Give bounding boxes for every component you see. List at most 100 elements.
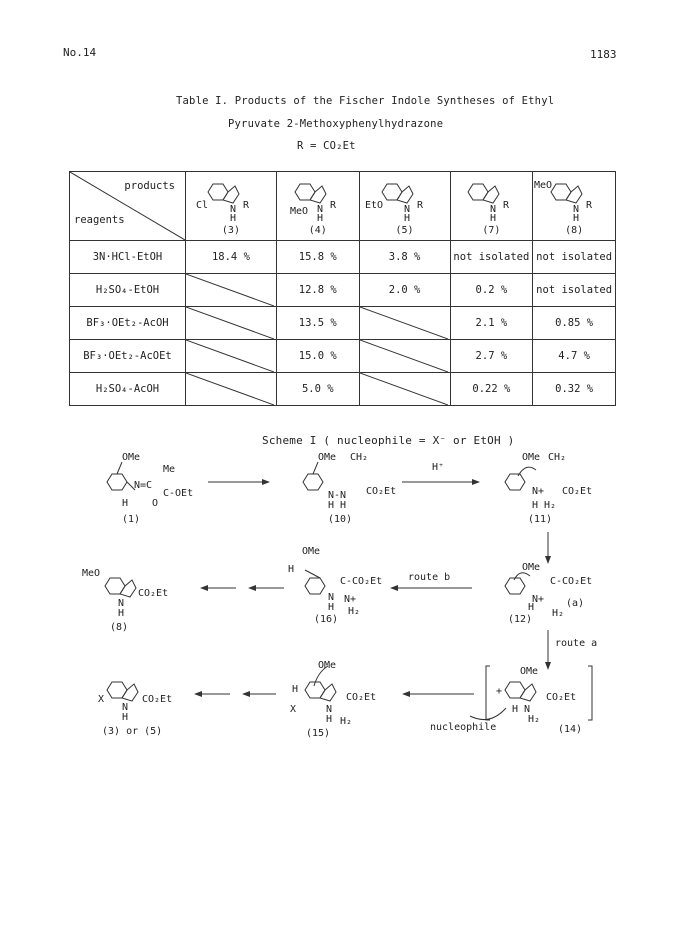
p8-h: H (573, 213, 579, 222)
yield-cell: 0.32 % (532, 372, 616, 406)
product-label-8: (8) (565, 225, 584, 236)
p4-r: R (330, 200, 337, 211)
indole-structure-3: Cl N R H (196, 183, 250, 224)
yield-cell: 4.7 % (532, 339, 616, 373)
s8-co2et: CO₂Et (138, 588, 168, 599)
p4-n: N (317, 204, 323, 215)
electron-arrow-11 (517, 466, 537, 477)
s12-cco2et: C-CO₂Et (550, 576, 592, 587)
nucleophile-label: nucleophile (430, 722, 496, 733)
yield-cell: 12.8 % (275, 273, 360, 307)
yield-cell: not isolated (532, 240, 616, 274)
s35-n: N (122, 702, 128, 713)
table-header-row: products reagents Cl N R H (3) MeO N R H (69, 171, 616, 241)
s14-h: H (512, 704, 518, 715)
s10-nn: N-N (328, 490, 346, 501)
yield-cell: 2.0 % (358, 273, 451, 307)
label-10: (10) (328, 514, 352, 525)
r-definition: R = CO₂Et (297, 140, 356, 152)
reagent-cell: H₂SO₄-AcOH (69, 372, 186, 406)
s15-n: N (326, 704, 332, 715)
s8-h: H (118, 608, 124, 619)
s16-h: H (288, 564, 294, 575)
benzene-ring-1 (106, 473, 128, 491)
p3-n: N (230, 204, 236, 215)
benzene-ring-12 (504, 577, 526, 595)
scheme-title: Scheme I ( nucleophile = X⁻ or EtOH ) (262, 434, 515, 447)
empty-cell-diagonal (358, 339, 451, 373)
product-header-7: N R H (7) (449, 171, 534, 241)
s35-x: X (98, 694, 104, 705)
p5-h: H (404, 213, 410, 222)
s12-ome: OMe (522, 562, 540, 573)
p4-meo: MeO (290, 206, 308, 217)
corner-reagents-label: reagents (74, 214, 125, 226)
p3-r: R (243, 200, 250, 211)
reaction-scheme: OMe Me N=C C-OEt H O (1) OMe CH₂ N-N CO₂… (82, 452, 597, 739)
pyrrole-ring-3-5 (121, 683, 139, 702)
s15-h2: H₂ (340, 716, 352, 727)
s11-ch2: CH₂ (548, 452, 566, 463)
s10-hh: H H (328, 500, 346, 511)
table-row: BF₃·OEt₂-AcOEt 15.0 % 2.7 % 4.7 % (69, 339, 616, 373)
nucleophile-arrow (469, 707, 507, 721)
indole-structure-8: MeO N R H (534, 180, 593, 224)
p3-cl: Cl (196, 200, 208, 211)
yield-cell: not isolated (532, 273, 616, 307)
s15-h: H (292, 684, 298, 695)
s10-ch2: CH₂ (350, 452, 368, 463)
s11-ome: OMe (522, 452, 540, 463)
p7-h: H (490, 213, 496, 222)
product-header-3: Cl N R H (3) (185, 171, 277, 241)
product-label-3: (3) (221, 225, 240, 236)
p8-r: R (586, 200, 593, 211)
s14-plus: + (496, 686, 502, 697)
s10-co2et: CO₂Et (366, 486, 396, 497)
reagent-cell: H₂SO₄-EtOH (69, 273, 186, 307)
s15-ome: OMe (318, 660, 336, 671)
s1-o: O (152, 498, 158, 509)
yield-cell: 18.4 % (185, 240, 277, 274)
s16-h-lower: H (328, 602, 334, 613)
s35-h: H (122, 712, 128, 723)
s1-me: Me (163, 464, 175, 475)
p5-eto: EtO (365, 200, 383, 211)
table-title-line1: Table I. Products of the Fischer Indole … (176, 95, 555, 107)
s12-nplus: N+ (532, 594, 544, 605)
s1-coet: C-OEt (163, 488, 193, 499)
benzene-ring-10 (302, 473, 324, 491)
empty-cell-diagonal (185, 372, 277, 406)
yield-cell: 0.85 % (532, 306, 616, 340)
p4-h: H (317, 213, 323, 222)
s15-co2et: CO₂Et (346, 692, 376, 703)
yield-cell: 15.0 % (275, 339, 360, 373)
p8-meo: MeO (534, 180, 552, 191)
s8-n: N (118, 598, 124, 609)
empty-cell-diagonal (185, 273, 277, 307)
p8-n: N (573, 204, 579, 215)
pyrroline-ring-15 (319, 683, 337, 702)
s16-h2: H₂ (348, 606, 360, 617)
s14-n: N (524, 704, 530, 715)
reagent-cell: BF₃·OEt₂-AcOH (69, 306, 186, 340)
product-label-7: (7) (482, 225, 501, 236)
journal-number: No.14 (63, 46, 97, 59)
yield-cell: 2.1 % (449, 306, 534, 340)
route-a: route a (555, 638, 597, 649)
s16-ome: OMe (302, 546, 320, 557)
benzene-ring-11 (504, 473, 526, 491)
s15-x: X (290, 704, 296, 715)
hplus: H⁺ (432, 462, 444, 473)
p5-n: N (404, 204, 410, 215)
route-b: route b (408, 572, 450, 583)
s8-meo: MeO (82, 568, 100, 579)
empty-cell-diagonal (358, 372, 451, 406)
corner-cell: products reagents (69, 171, 186, 241)
s1-h: H (122, 498, 128, 509)
table-row: H₂SO₄-EtOH 12.8 % 2.0 % 0.2 % not isolat… (69, 273, 616, 307)
empty-cell-diagonal (185, 306, 277, 340)
corner-products-label: products (124, 180, 175, 192)
s1-nc: N=C (134, 480, 152, 491)
electron-arrow-12 (513, 572, 531, 581)
reagent-cell: BF₃·OEt₂-AcOEt (69, 339, 186, 373)
